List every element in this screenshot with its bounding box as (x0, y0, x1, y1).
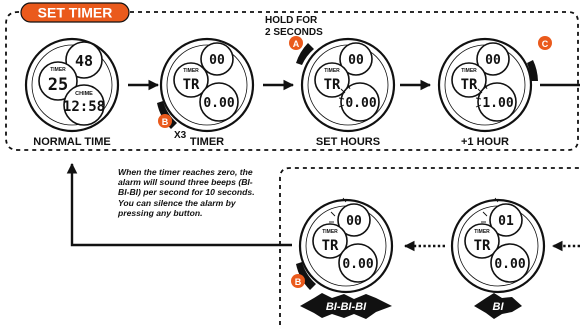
left-dial-tag: TIMER (324, 68, 340, 74)
display-left-value: TR (324, 77, 341, 93)
left-dial-tag: TIMER (461, 68, 477, 74)
display-left-value: TR (474, 238, 491, 254)
repeat-count: X3 (174, 130, 187, 141)
left-dial-tag: TIMER (50, 67, 66, 73)
sub-dial-top (65, 41, 103, 79)
watch-alarm-single-beep: 01 TIMER TR 0.00 (450, 197, 546, 294)
display-left-value: 25 (48, 75, 68, 95)
display-bottom-value: 0.00 (494, 257, 525, 272)
caption-plus-one-hour: +1 HOUR (461, 136, 509, 148)
return-arrow (66, 162, 292, 247)
alarm-note-box (113, 164, 263, 238)
display-bottom-value: 0.00 (203, 96, 234, 111)
title-badge: SET TIMER (20, 2, 130, 23)
single-beep-burst: BI (474, 293, 522, 319)
bottom-dashed-frame (279, 167, 580, 325)
button-c-marker: C (538, 36, 552, 50)
display-bottom-value: 0.00 (342, 257, 373, 272)
watch-plus-one-hour: 00 TIMER TR 1.00 (437, 37, 538, 133)
display-top-value: 00 (348, 53, 364, 68)
left-dial-tag: TIMER (322, 229, 338, 235)
bottom-dial-tag: CHIME (75, 91, 93, 97)
display-left-value: TR (322, 238, 339, 254)
watch-set-hours: 00 TIMER TR 0.00 (296, 37, 396, 133)
display-top-value: 00 (346, 214, 362, 229)
display-left-value: TR (461, 77, 478, 93)
alarm-note-text: When the timer reaches zero, the alarm w… (118, 167, 255, 218)
display-top-value: 48 (75, 52, 93, 70)
hold-label-line-1: HOLD FOR (265, 15, 318, 26)
display-top-value: 00 (209, 53, 225, 68)
button-b-marker-top: B (158, 114, 172, 128)
top-dashed-frame (5, 11, 579, 151)
watch-alarm-triple-beep: 00 TIMER TR 0.00 (296, 197, 394, 294)
hold-label-line-2: 2 SECONDS (265, 27, 323, 38)
svg-text:B: B (162, 117, 169, 127)
display-bottom-value: 1.00 (482, 96, 513, 111)
display-top-value: 00 (485, 53, 501, 68)
caption-normal-time: NORMAL TIME (33, 136, 110, 148)
svg-text:C: C (542, 39, 549, 49)
watch-timer: 00 TIMER TR 0.00 (157, 37, 255, 133)
svg-text:A: A (293, 39, 300, 49)
display-top-value: 01 (498, 214, 514, 229)
sub-dial-left (38, 61, 78, 101)
watch-normal-time: 48 TIMER 25 CHIME 12:58 (24, 37, 120, 133)
triple-beep-label: BI-BI-BI (326, 301, 367, 313)
display-left-value: TR (183, 77, 200, 93)
caption-set-hours: SET HOURS (316, 136, 380, 148)
caption-timer: TIMER (190, 136, 224, 148)
svg-text:B: B (295, 277, 302, 287)
left-dial-tag: TIMER (474, 229, 490, 235)
flash-rays (338, 83, 351, 108)
sub-dial-bottom (63, 84, 105, 126)
flash-rays (475, 83, 488, 108)
single-beep-label: BI (493, 301, 505, 313)
page-title: SET TIMER (38, 5, 113, 21)
button-b-marker-bottom: B (291, 274, 305, 288)
display-bottom-value: 12:58 (63, 99, 105, 115)
display-bottom-value: 0.00 (345, 96, 376, 111)
button-a-marker: A (289, 36, 303, 50)
left-dial-tag: TIMER (183, 68, 199, 74)
triple-beep-burst: BI-BI-BI (300, 293, 392, 319)
